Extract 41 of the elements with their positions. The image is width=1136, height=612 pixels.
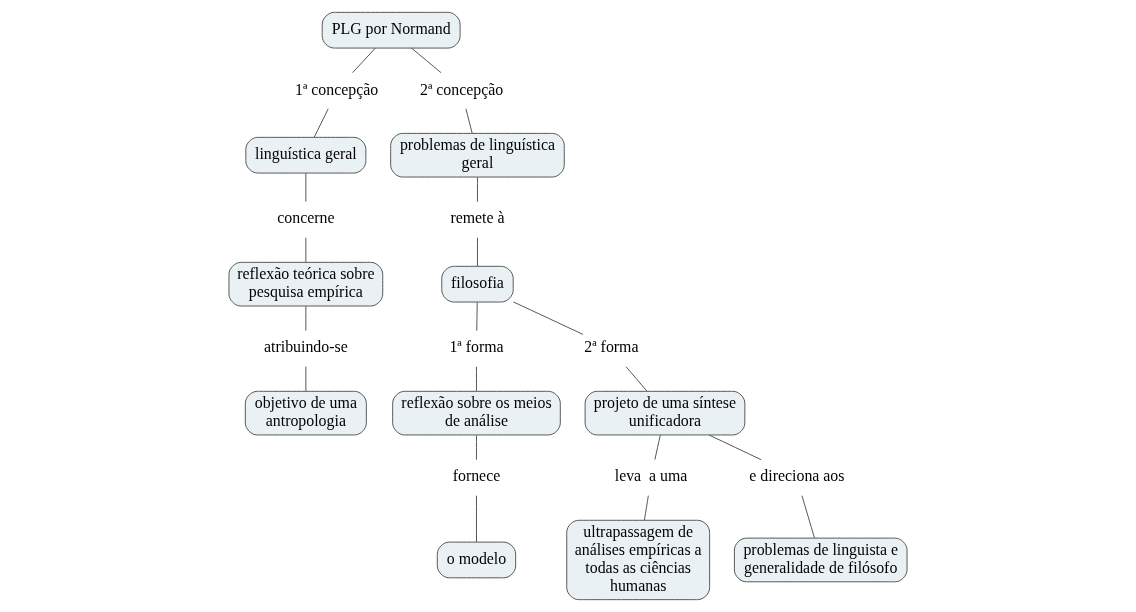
connector — [477, 237, 478, 267]
connector — [477, 176, 478, 203]
node-text: 2ª forma — [584, 338, 639, 356]
node-box: ultrapassagem de análises empíricas a todas as ciências humanas — [566, 519, 711, 601]
connector — [305, 172, 307, 203]
connector — [625, 366, 648, 392]
node-box: filosofia — [441, 265, 514, 303]
connector — [801, 495, 815, 539]
connector — [465, 108, 473, 134]
node-text: 1ª concepção — [295, 80, 379, 98]
node-box: problemas de linguística geral — [390, 132, 565, 178]
connector — [476, 495, 477, 543]
connector — [313, 108, 329, 138]
node-text: atribuindo-se — [264, 338, 348, 356]
node-text: concerne — [277, 209, 335, 227]
connector — [476, 301, 478, 332]
connector — [708, 434, 762, 461]
node-box: reflexão sobre os meios de análise — [392, 390, 561, 436]
connector — [476, 366, 477, 392]
node-text: 2ª concepção — [420, 80, 504, 98]
connector — [643, 495, 649, 521]
connector — [476, 434, 477, 461]
connector — [654, 434, 661, 461]
connector — [512, 301, 584, 335]
node-text: leva a uma — [614, 467, 688, 485]
node-box: linguística geral — [245, 136, 367, 174]
connector — [305, 237, 307, 263]
node-text: e direciona aos — [749, 467, 845, 485]
node-text: 1ª forma — [449, 338, 504, 356]
node-box: objetivo de uma antropologia — [244, 390, 367, 436]
connector — [352, 47, 376, 74]
node-box: o modelo — [436, 541, 517, 579]
node-text: fornece — [452, 467, 501, 485]
node-box: PLG por Normand — [321, 11, 461, 49]
node-text: remete à — [450, 209, 505, 227]
node-box: reflexão teórica sobre pesquisa empírica — [228, 261, 384, 307]
connector — [305, 305, 307, 332]
connector — [411, 47, 442, 74]
node-box: projeto de uma síntese unificadora — [584, 390, 746, 436]
connector — [305, 366, 307, 392]
node-box: problemas de linguista e generalidade de filósofo — [733, 537, 908, 583]
